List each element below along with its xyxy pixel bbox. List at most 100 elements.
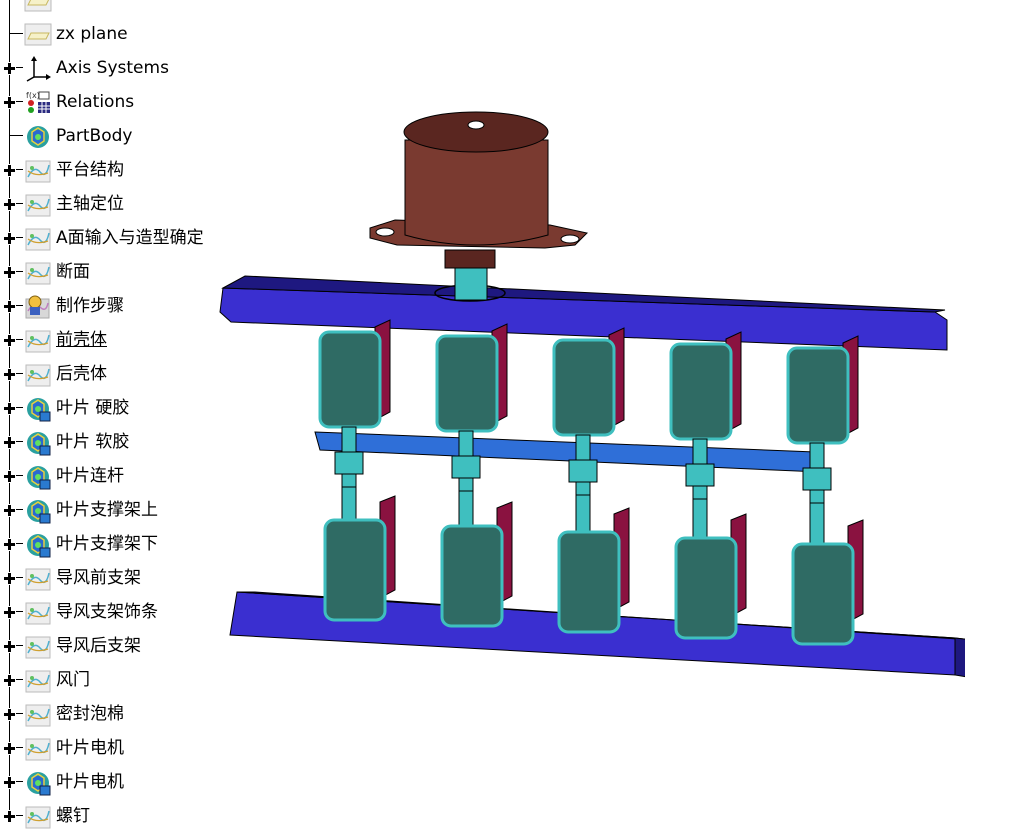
tree-node[interactable]: 叶片电机 [0,765,220,799]
tree-node-label[interactable]: 后壳体 [56,364,107,384]
expand-plus-icon[interactable] [3,266,16,279]
expand-plus-icon[interactable] [3,62,16,75]
tree-node-label[interactable]: Axis Systems [56,58,169,78]
tree-node[interactable]: Axis Systems [0,51,220,85]
geometrical-set-icon[interactable] [24,157,52,184]
tree-node-label[interactable]: 导风前支架 [56,568,141,588]
geometrical-set-icon[interactable] [24,599,52,626]
geometrical-set-icon[interactable] [24,565,52,592]
tree-node-label[interactable]: 叶片 硬胶 [56,398,130,418]
tree-branch-line [9,271,23,272]
tree-node[interactable]: 叶片支撑架上 [0,493,220,527]
geometrical-set-icon[interactable] [24,735,52,762]
geometrical-set-icon[interactable] [24,259,52,286]
body-icon[interactable] [24,531,52,558]
tree-node-label[interactable]: PartBody [56,126,133,146]
tree-node-label[interactable]: 密封泡棉 [56,704,124,724]
geometrical-set-icon[interactable] [24,191,52,218]
tree-node[interactable]: PartBody [0,119,220,153]
tree-node[interactable]: 制作步骤 [0,289,220,323]
tree-node[interactable] [0,0,220,17]
relations-icon[interactable]: f(x) [24,89,52,116]
tree-node[interactable]: 叶片电机 [0,731,220,765]
tree-node[interactable]: A面输入与造型确定 [0,221,220,255]
expand-plus-icon[interactable] [3,436,16,449]
tree-node[interactable]: 密封泡棉 [0,697,220,731]
expand-plus-icon[interactable] [3,776,16,789]
tree-node-label[interactable]: 叶片支撑架下 [56,534,158,554]
expand-plus-icon[interactable] [3,470,16,483]
tree-node-label[interactable]: zx plane [56,24,128,44]
expand-plus-icon[interactable] [3,164,16,177]
expand-plus-icon[interactable] [3,572,16,585]
expand-plus-icon[interactable] [3,708,16,721]
tree-node-label[interactable]: Relations [56,92,135,112]
geometrical-set-active-icon[interactable] [24,293,52,320]
partbody-icon[interactable] [24,123,52,150]
tree-node-label[interactable]: 主轴定位 [56,194,124,214]
tree-node[interactable]: 导风后支架 [0,629,220,663]
expand-plus-icon[interactable] [3,300,16,313]
tree-node-label[interactable]: 叶片电机 [56,738,124,758]
expand-plus-icon[interactable] [3,538,16,551]
tree-node-label[interactable]: 叶片连杆 [56,466,124,486]
geometrical-set-icon[interactable] [24,327,52,354]
tree-node-label[interactable]: 叶片电机 [56,772,124,792]
body-icon[interactable] [24,395,52,422]
body-icon[interactable] [24,463,52,490]
tree-node[interactable]: zx plane [0,17,220,51]
vane-hinge [685,463,715,487]
tree-node[interactable]: 断面 [0,255,220,289]
expand-plus-icon[interactable] [3,232,16,245]
expand-plus-icon[interactable] [3,742,16,755]
geometrical-set-icon[interactable] [24,803,52,830]
tree-node[interactable]: 风门 [0,663,220,697]
expand-plus-icon[interactable] [3,334,16,347]
tree-node[interactable]: 平台结构 [0,153,220,187]
tree-node[interactable]: 叶片连杆 [0,459,220,493]
expand-plus-icon[interactable] [3,674,16,687]
expand-plus-icon[interactable] [3,96,16,109]
body-icon[interactable] [24,497,52,524]
expand-plus-icon[interactable] [3,606,16,619]
tree-node-label[interactable]: 断面 [56,262,90,282]
tree-node-label[interactable]: 导风后支架 [56,636,141,656]
expand-plus-icon[interactable] [3,640,16,653]
tree-node-label[interactable]: 风门 [56,670,90,690]
tree-node-label[interactable]: 导风支架饰条 [56,602,158,622]
geometrical-set-icon[interactable] [24,225,52,252]
expand-plus-icon[interactable] [3,504,16,517]
expand-plus-icon[interactable] [3,368,16,381]
tree-node[interactable]: 前壳体 [0,323,220,357]
tree-node[interactable]: 螺钉 [0,799,220,833]
tree-node[interactable]: f(x)Relations [0,85,220,119]
expand-plus-icon[interactable] [3,810,16,823]
geometrical-set-icon[interactable] [24,633,52,660]
tree-node[interactable]: 后壳体 [0,357,220,391]
geometrical-set-icon[interactable] [24,361,52,388]
tree-node[interactable]: 导风支架饰条 [0,595,220,629]
tree-node-label[interactable]: A面输入与造型确定 [56,228,204,248]
axis-systems-icon[interactable] [24,55,52,82]
geometrical-set-icon[interactable] [24,667,52,694]
vane-hinge [451,455,481,479]
body-icon[interactable] [24,769,52,796]
tree-node[interactable]: 叶片支撑架下 [0,527,220,561]
tree-node[interactable]: 主轴定位 [0,187,220,221]
tree-node[interactable]: 叶片 软胶 [0,425,220,459]
body-icon[interactable] [24,429,52,456]
expand-plus-icon[interactable] [3,198,16,211]
plane-icon[interactable] [24,21,52,48]
tree-node-label[interactable]: 制作步骤 [56,296,124,316]
geometrical-set-icon[interactable] [24,701,52,728]
plane-icon[interactable] [24,0,52,14]
tree-node-label[interactable]: 叶片支撑架上 [56,500,158,520]
tree-node[interactable]: 叶片 硬胶 [0,391,220,425]
tree-node-label[interactable]: 螺钉 [56,806,90,826]
3d-viewport[interactable] [215,100,965,690]
tree-node-label[interactable]: 平台结构 [56,160,124,180]
tree-node[interactable]: 导风前支架 [0,561,220,595]
tree-node-label[interactable]: 叶片 软胶 [56,432,130,452]
expand-plus-icon[interactable] [3,402,16,415]
tree-node-label[interactable]: 前壳体 [56,330,107,350]
